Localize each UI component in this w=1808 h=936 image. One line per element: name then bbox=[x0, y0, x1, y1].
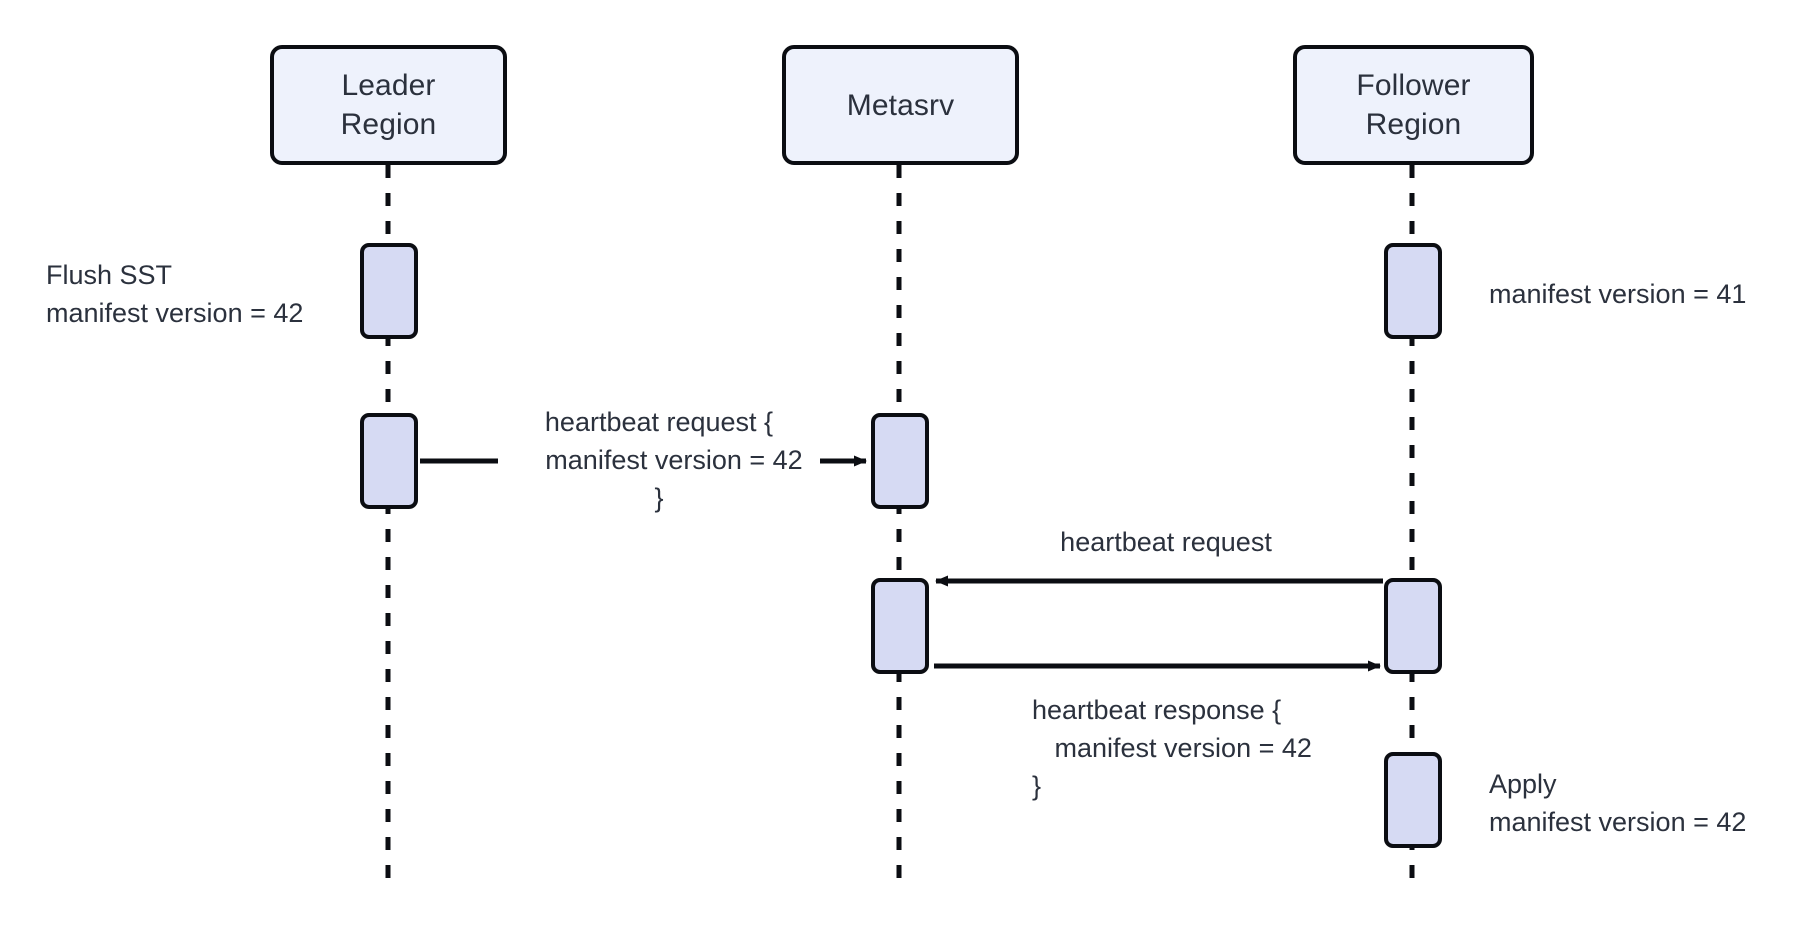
activation-metasrv-2 bbox=[871, 578, 929, 674]
activation-follower-2 bbox=[1384, 578, 1442, 674]
activation-follower-3 bbox=[1384, 752, 1442, 848]
note-follower-manifest-version-41: manifest version = 41 bbox=[1489, 279, 1747, 309]
activation-leader-2 bbox=[360, 413, 418, 509]
participant-metasrv[interactable]: Metasrv bbox=[782, 45, 1019, 165]
message-label-metasrv-to-follower: heartbeat response { manifest version = … bbox=[1032, 695, 1312, 801]
note-apply-manifest-version-42: Apply manifest version = 42 bbox=[1489, 769, 1747, 838]
participant-metasrv-label: Metasrv bbox=[846, 88, 955, 122]
activation-follower-1 bbox=[1384, 243, 1442, 339]
activation-metasrv-1 bbox=[871, 413, 929, 509]
note-flush-sst: Flush SST manifest version = 42 bbox=[46, 260, 304, 329]
activation-leader-1 bbox=[360, 243, 418, 339]
message-label-follower-to-metasrv: heartbeat request bbox=[1000, 524, 1332, 562]
message-label-leader-to-metasrv: heartbeat request { manifest version = 4… bbox=[498, 404, 820, 518]
